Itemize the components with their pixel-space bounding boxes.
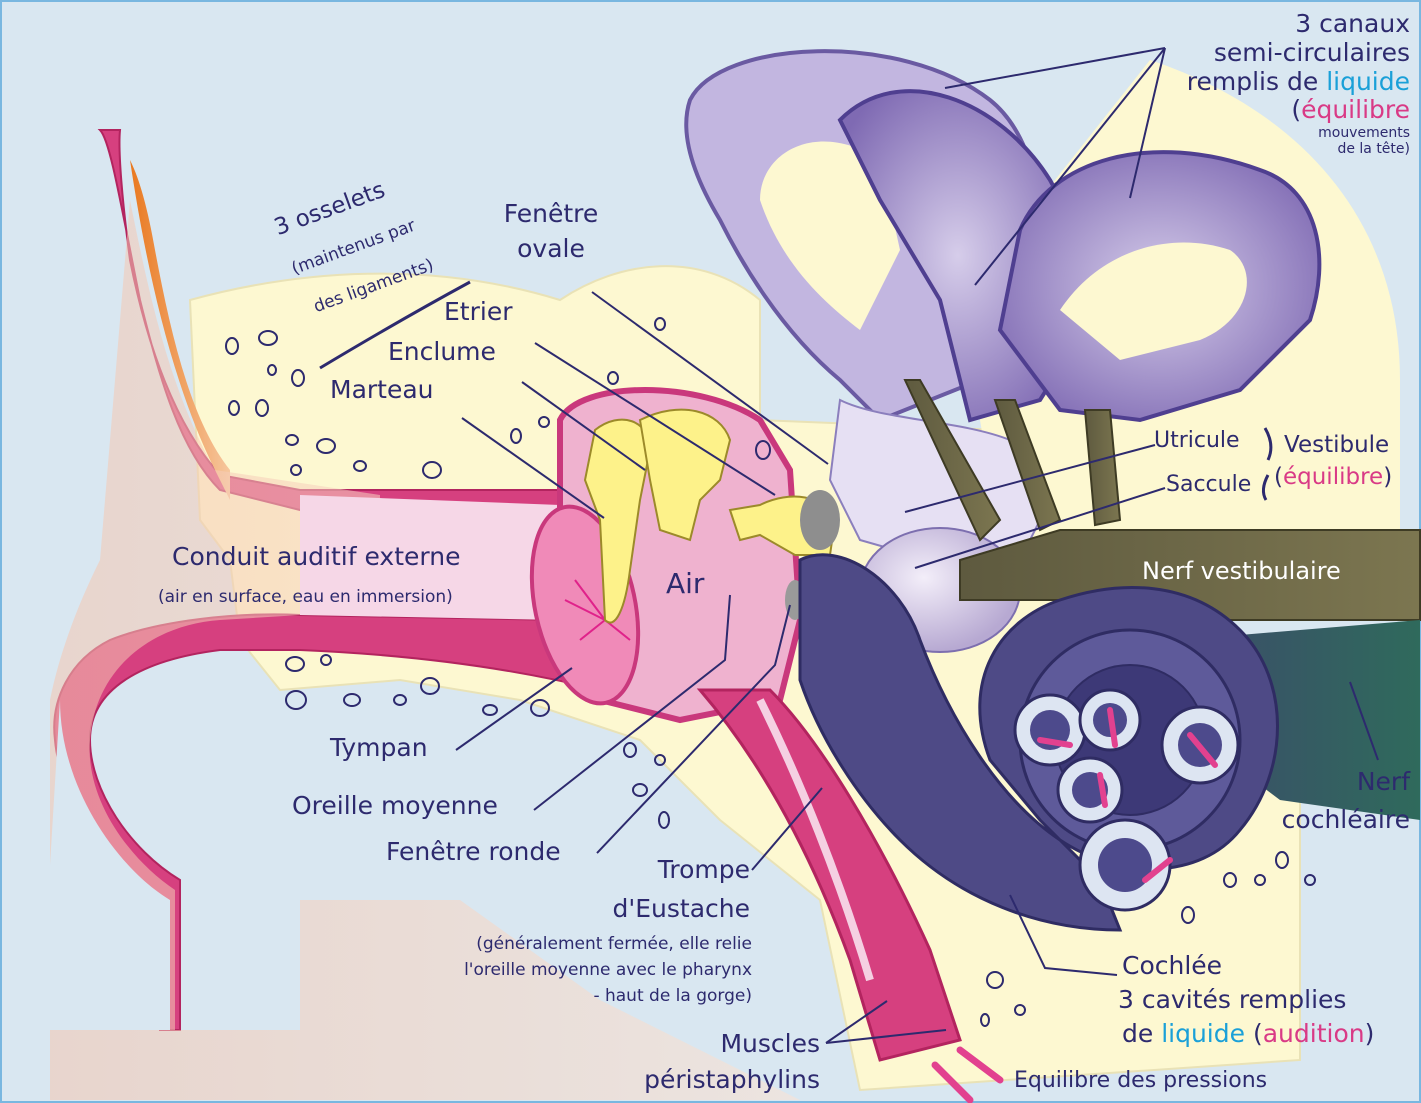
eustachian-line-4: l'oreille moyenne avec le pharynx <box>400 961 752 981</box>
eustachian-line-2: d'Eustache <box>560 895 750 924</box>
air-label: Air <box>666 568 704 600</box>
cochlea-line-3e: ) <box>1365 1019 1375 1048</box>
vestibule-line-1: Vestibule <box>1284 432 1389 458</box>
middle-ear-label: Oreille moyenne <box>292 792 498 821</box>
oval-window-line-1: Fenêtre <box>486 200 616 229</box>
ear-canal-line-1: Conduit auditif externe <box>172 543 460 572</box>
incus-label: Enclume <box>388 338 496 367</box>
muscles-line-1: Muscles <box>660 1030 820 1059</box>
canals-line-1: 3 canaux <box>1170 10 1410 39</box>
vestibular-nerve-label: Nerf vestibulaire <box>1142 558 1341 586</box>
canals-line-2: semi-circulaires <box>1170 39 1410 68</box>
vestibule-balance-word: équilibre <box>1283 464 1383 490</box>
muscles-line-2: péristaphylins <box>600 1066 820 1095</box>
oval-window-label: Fenêtre ovale <box>486 200 616 264</box>
canals-line-6: de la tête) <box>1170 141 1410 157</box>
stapes-label: Etrier <box>444 298 512 327</box>
cochlea-line-2: 3 cavités remplies <box>1118 986 1346 1015</box>
eardrum-label: Tympan <box>330 734 428 763</box>
canals-line-3a: remplis de <box>1187 67 1326 96</box>
canals-line-4a: ( <box>1291 95 1301 124</box>
utricle-label: Utricule <box>1154 428 1240 453</box>
vestibule-paren-open: ( <box>1274 464 1283 490</box>
eustachian-line-5: - haut de la gorge) <box>400 987 752 1007</box>
canals-line-3: remplis de liquide <box>1170 68 1410 97</box>
cochlea-line-3c: ( <box>1245 1019 1263 1048</box>
canals-line-5: mouvements <box>1170 125 1410 141</box>
cochlea-line-3: de liquide (audition) <box>1122 1020 1374 1049</box>
malleus-label: Marteau <box>330 376 434 405</box>
eustachian-line-1: Trompe <box>560 856 750 885</box>
canals-line-4: (équilibre <box>1170 96 1410 125</box>
ear-canal-line-2: (air en surface, eau en immersion) <box>158 588 453 608</box>
vestibule-paren-close: ) <box>1383 464 1392 490</box>
vestibule-line-2: (équilibre) <box>1274 464 1392 490</box>
oval-window-shape <box>800 490 840 550</box>
pressure-balance-label: Equilibre des pressions <box>1014 1068 1267 1093</box>
cochlea-liquid-word: liquide <box>1161 1019 1245 1048</box>
cochlea-line-1: Cochlée <box>1122 952 1222 981</box>
cochlea-hearing-word: audition <box>1263 1019 1365 1048</box>
canals-liquid-word: liquide <box>1326 67 1410 96</box>
round-window-label: Fenêtre ronde <box>386 838 561 867</box>
saccule-label: Saccule <box>1166 472 1251 497</box>
cochlear-nerve-line-2: cochléaire <box>1250 806 1410 835</box>
oval-window-line-2: ovale <box>486 235 616 264</box>
canals-balance-word: équilibre <box>1301 95 1410 124</box>
eustachian-line-3: (généralement fermée, elle relie <box>400 935 752 955</box>
cochlear-nerve-line-1: Nerf <box>1250 768 1410 797</box>
cochlea-line-3a: de <box>1122 1019 1161 1048</box>
canals-label: 3 canaux semi-circulaires remplis de liq… <box>1170 10 1410 157</box>
